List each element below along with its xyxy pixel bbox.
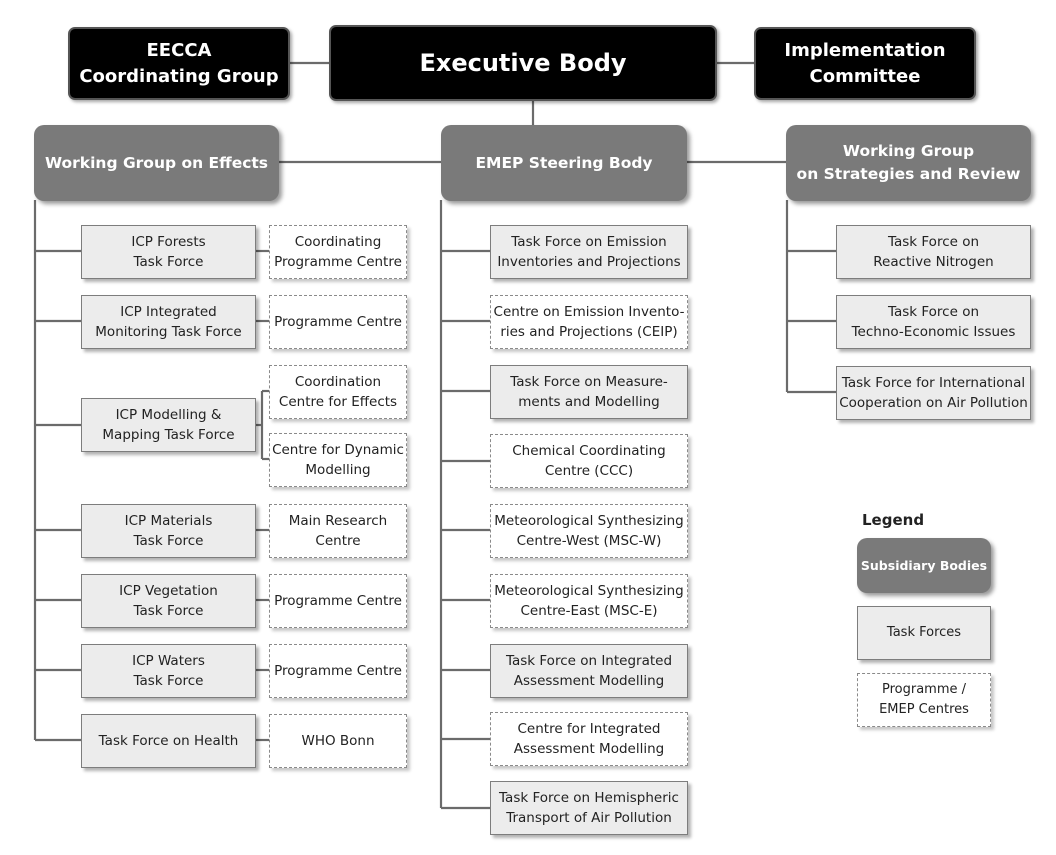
task-force-box: ICP Modelling & Mapping Task Force: [81, 398, 256, 452]
emep-steering-body: EMEP Steering Body: [441, 125, 687, 201]
emep-centre-box: Meteorological Synthesizing Centre-West …: [490, 504, 688, 558]
task-force-box: Task Force on Health: [81, 714, 256, 768]
task-force-box: ICP Forests Task Force: [81, 225, 256, 279]
emep-centre-box: Centre on Emission Invento- ries and Pro…: [490, 295, 688, 349]
programme-centre-box: Coordination Centre for Effects: [269, 365, 407, 419]
legend-title: Legend: [862, 511, 925, 529]
programme-centre-box: Programme Centre: [269, 574, 407, 628]
implementation-committee: Implementation Committee: [754, 27, 976, 100]
programme-centre-box: Programme Centre: [269, 295, 407, 349]
task-force-box: Task Force on Emission Inventories and P…: [490, 225, 688, 279]
working-group-effects: Working Group on Effects: [34, 125, 279, 201]
task-force-box: ICP Waters Task Force: [81, 644, 256, 698]
legend-programme-centres: Programme / EMEP Centres: [857, 673, 991, 727]
programme-centre-box: Centre for Dynamic Modelling: [269, 433, 407, 487]
programme-centre-box: WHO Bonn: [269, 714, 407, 768]
programme-centre-box: Main Research Centre: [269, 504, 407, 558]
task-force-box: Task Force on Techno-Economic Issues: [836, 295, 1031, 349]
legend-subsidiary-bodies: Subsidiary Bodies: [857, 538, 991, 593]
programme-centre-box: Coordinating Programme Centre: [269, 225, 407, 279]
task-force-box: ICP Vegetation Task Force: [81, 574, 256, 628]
legend-task-forces: Task Forces: [857, 606, 991, 660]
emep-centre-box: Centre for Integrated Assessment Modelli…: [490, 712, 688, 766]
task-force-box: Task Force on Measure- ments and Modelli…: [490, 365, 688, 419]
eecca-coordinating-group: EECCA Coordinating Group: [68, 27, 290, 100]
task-force-box: Task Force on Reactive Nitrogen: [836, 225, 1031, 279]
task-force-box: ICP Materials Task Force: [81, 504, 256, 558]
emep-centre-box: Chemical Coordinating Centre (CCC): [490, 434, 688, 488]
task-force-box: ICP Integrated Monitoring Task Force: [81, 295, 256, 349]
task-force-box: Task Force for International Cooperation…: [836, 366, 1031, 420]
programme-centre-box: Programme Centre: [269, 644, 407, 698]
task-force-box: Task Force on Hemispheric Transport of A…: [490, 781, 688, 835]
working-group-strategies: Working Group on Strategies and Review: [786, 125, 1031, 201]
executive-body: Executive Body: [329, 25, 717, 101]
emep-centre-box: Meteorological Synthesizing Centre-East …: [490, 574, 688, 628]
task-force-box: Task Force on Integrated Assessment Mode…: [490, 644, 688, 698]
